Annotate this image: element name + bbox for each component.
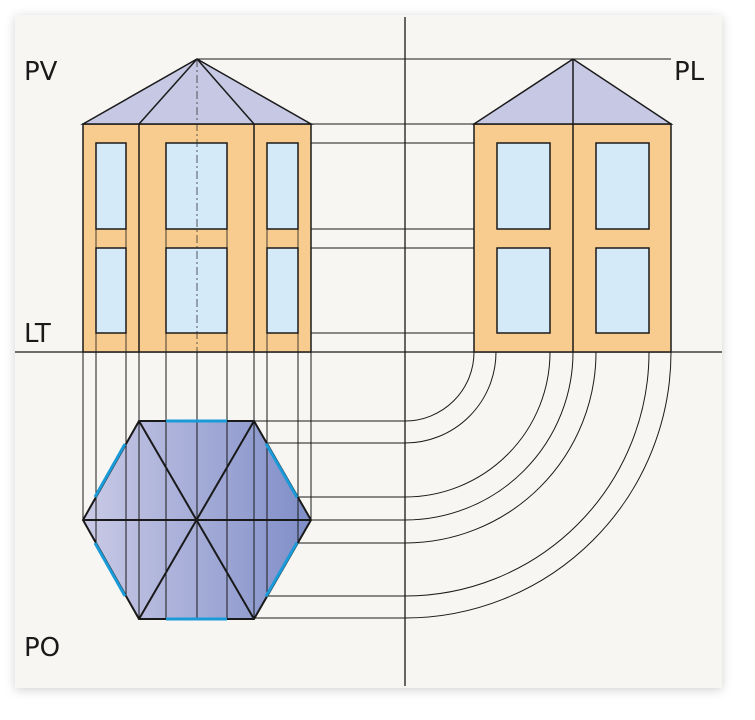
label-pv: PV xyxy=(24,57,58,87)
window-edge-highlight xyxy=(264,541,299,598)
side-window xyxy=(496,142,551,230)
side-window xyxy=(595,142,650,230)
rotation-arc-line xyxy=(96,351,551,498)
side-window xyxy=(595,247,650,334)
front-window xyxy=(266,247,299,334)
front-window xyxy=(95,247,127,334)
label-lt: LT xyxy=(24,319,51,349)
label-pl: PL xyxy=(674,57,705,87)
roof-edge xyxy=(196,58,255,125)
rotation-arc-line xyxy=(96,351,597,544)
rotation-arc-line xyxy=(125,351,650,597)
roof-edge xyxy=(138,58,198,125)
front-window xyxy=(266,142,299,230)
front-window xyxy=(95,142,127,230)
label-po: PO xyxy=(24,633,60,663)
window-edge-highlight xyxy=(93,443,127,498)
rotation-arc-line xyxy=(138,351,672,619)
front-window xyxy=(165,247,228,334)
window-edge-highlight xyxy=(93,542,127,597)
rotation-arc-line xyxy=(139,351,475,422)
front-window xyxy=(165,142,228,230)
side-window xyxy=(496,247,551,334)
window-edge-highlight xyxy=(264,442,299,499)
rotation-arc-line xyxy=(83,351,574,521)
hexagon-diagonal xyxy=(138,420,255,620)
rotation-arc-line xyxy=(126,351,497,444)
